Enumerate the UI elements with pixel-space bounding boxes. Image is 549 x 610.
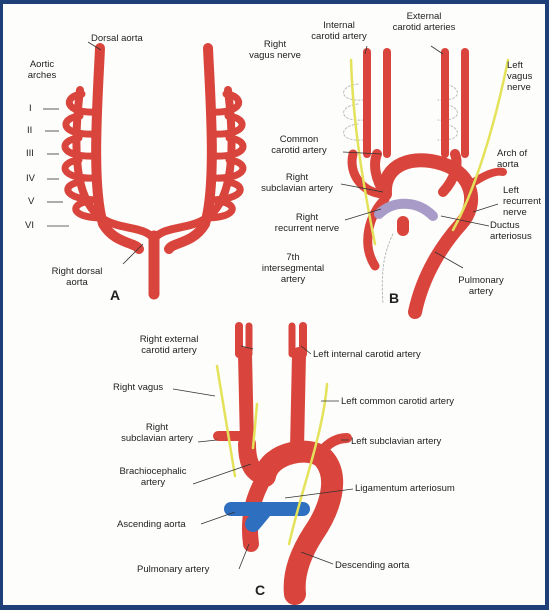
- arch-of-aorta-c: [265, 452, 332, 594]
- left-arches: [65, 94, 103, 218]
- right-common-carotid-c: [245, 354, 247, 444]
- label-right-subclavian-b: Right subclavian artery: [253, 172, 341, 194]
- label-ductus-arteriosus: Ductus arteriosus: [490, 220, 532, 242]
- label-right-dorsal-aorta: Right dorsal aorta: [37, 266, 117, 288]
- panel-a-letter: A: [110, 287, 120, 303]
- ductus-b: [379, 204, 433, 216]
- label-brachiocephalic: Brachiocephalic artery: [111, 466, 195, 488]
- label-aortic-arches: Aortic arches: [17, 59, 67, 81]
- panel-a-drawing: [65, 48, 243, 294]
- left-common-carotid-c: [297, 354, 299, 449]
- label-pulmonary-c: Pulmonary artery: [137, 564, 209, 575]
- label-arch-1: I: [29, 103, 32, 114]
- panel-b-letter: B: [389, 290, 399, 306]
- label-arch-4: IV: [26, 173, 35, 184]
- panel-c-drawing: [217, 326, 347, 594]
- label-right-subclavian-c: Right subclavian artery: [113, 422, 201, 444]
- label-external-carotids: External carotid arteries: [379, 11, 469, 33]
- label-right-vagus-nerve: Right vagus nerve: [243, 39, 307, 61]
- label-ligamentum-arteriosum: Ligamentum arteriosum: [355, 483, 455, 494]
- label-ascending-aorta: Ascending aorta: [117, 519, 186, 530]
- label-arch-6: VI: [25, 220, 34, 231]
- label-left-vagus-nerve: Left vagus nerve: [507, 60, 532, 93]
- label-left-internal-carotid: Left internal carotid artery: [313, 349, 421, 360]
- label-left-subclavian: Left subclavian artery: [351, 436, 441, 447]
- label-internal-carotid: Internal carotid artery: [299, 20, 379, 42]
- label-right-recurrent-nerve: Right recurrent nerve: [267, 212, 347, 234]
- right-arches: [205, 94, 243, 218]
- label-arch-3: III: [26, 148, 34, 159]
- label-left-recurrent-nerve: Left recurrent nerve: [503, 185, 541, 218]
- label-seventh-intersegmental: 7th intersegmental artery: [253, 252, 333, 285]
- pulmonary-branch-c: [253, 512, 263, 524]
- label-left-common-carotid: Left common carotid artery: [341, 396, 454, 407]
- label-pulmonary-b: Pulmonary artery: [451, 275, 511, 297]
- label-right-external-carotid: Right external carotid artery: [125, 334, 213, 356]
- label-descending-aorta: Descending aorta: [335, 560, 409, 571]
- panel-b-drawing: [344, 52, 508, 312]
- label-arch-of-aorta: Arch of aorta: [497, 148, 527, 170]
- figure-frame: Dorsal aorta Aortic arches I II III IV V…: [3, 4, 545, 605]
- aortic-arch-diagram: [3, 4, 545, 605]
- label-right-vagus-c: Right vagus: [113, 382, 163, 393]
- label-arch-5: V: [28, 196, 34, 207]
- label-common-carotid: Common carotid artery: [257, 134, 341, 156]
- label-arch-2: II: [27, 125, 32, 136]
- label-dorsal-aorta: Dorsal aorta: [91, 33, 143, 44]
- panel-c-letter: C: [255, 582, 265, 598]
